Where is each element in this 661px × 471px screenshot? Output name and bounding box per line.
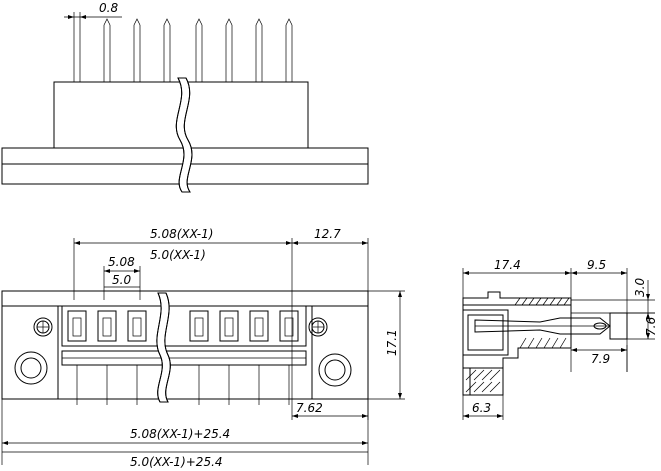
top-view: 0.8 <box>1 1 369 193</box>
mounting-hole-left <box>14 351 48 385</box>
dim-side-pin-height-label: 7.6 <box>644 317 658 336</box>
dim-side-base-label: 6.3 <box>472 401 491 415</box>
dim-end-offset-label: 12.7 <box>314 227 341 241</box>
dim-side-depth: 17.4 <box>463 258 571 275</box>
dim-pitch-total: 5.08(XX-1) 5.0(XX-1) <box>74 227 292 262</box>
front-view-pins <box>76 365 290 405</box>
front-view: 5.08(XX-1) 5.0(XX-1) 12.7 5.08 5.0 <box>1 227 405 469</box>
dim-edge-offset-label: 7.62 <box>296 401 323 415</box>
dim-length: 5.08(XX-1)+25.4 5.0(XX-1)+25.4 <box>2 399 369 469</box>
dim-pitch-50-label: 5.0 <box>112 273 131 287</box>
dim-end-offset: 12.7 <box>292 227 368 245</box>
dim-pin-width-label: 0.8 <box>99 1 118 15</box>
screw-right <box>308 317 328 337</box>
dim-side-pin-height: 7.6 <box>644 313 658 339</box>
dim-pin-width: 0.8 <box>64 1 122 20</box>
top-view-body <box>1 77 369 193</box>
dim-length-50-label: 5.0(XX-1)+25.4 <box>130 455 223 469</box>
dim-height: 17.1 <box>368 290 405 400</box>
top-view-pins <box>73 18 293 82</box>
dim-side-base: 6.3 <box>463 401 503 418</box>
dim-side-pin-length: 7.9 <box>571 345 628 372</box>
dim-side-depth-label: 17.4 <box>494 258 521 272</box>
dim-pitch-508-label: 5.08 <box>108 255 135 269</box>
screw-left <box>33 317 53 337</box>
mounting-hole-right <box>318 353 352 387</box>
dim-pitch: 5.08 5.0 <box>104 255 140 288</box>
dim-height-label: 17.1 <box>385 329 399 356</box>
dim-edge-offset: 7.62 <box>292 401 368 418</box>
dim-pitch-total-50-label: 5.0(XX-1) <box>150 248 206 262</box>
side-view: 17.4 9.5 3.0 7.6 7.9 <box>462 258 658 420</box>
dim-length-508-label: 5.08(XX-1)+25.4 <box>130 427 230 441</box>
dim-pitch-total-508-label: 5.08(XX-1) <box>150 227 213 241</box>
dim-side-top-label: 3.0 <box>633 278 647 297</box>
dim-side-extension: 9.5 <box>571 258 627 275</box>
side-view-body <box>462 291 628 396</box>
dim-side-pin-length-label: 7.9 <box>591 352 610 366</box>
dim-side-extension-label: 9.5 <box>587 258 606 272</box>
terminal-slots <box>61 306 307 366</box>
